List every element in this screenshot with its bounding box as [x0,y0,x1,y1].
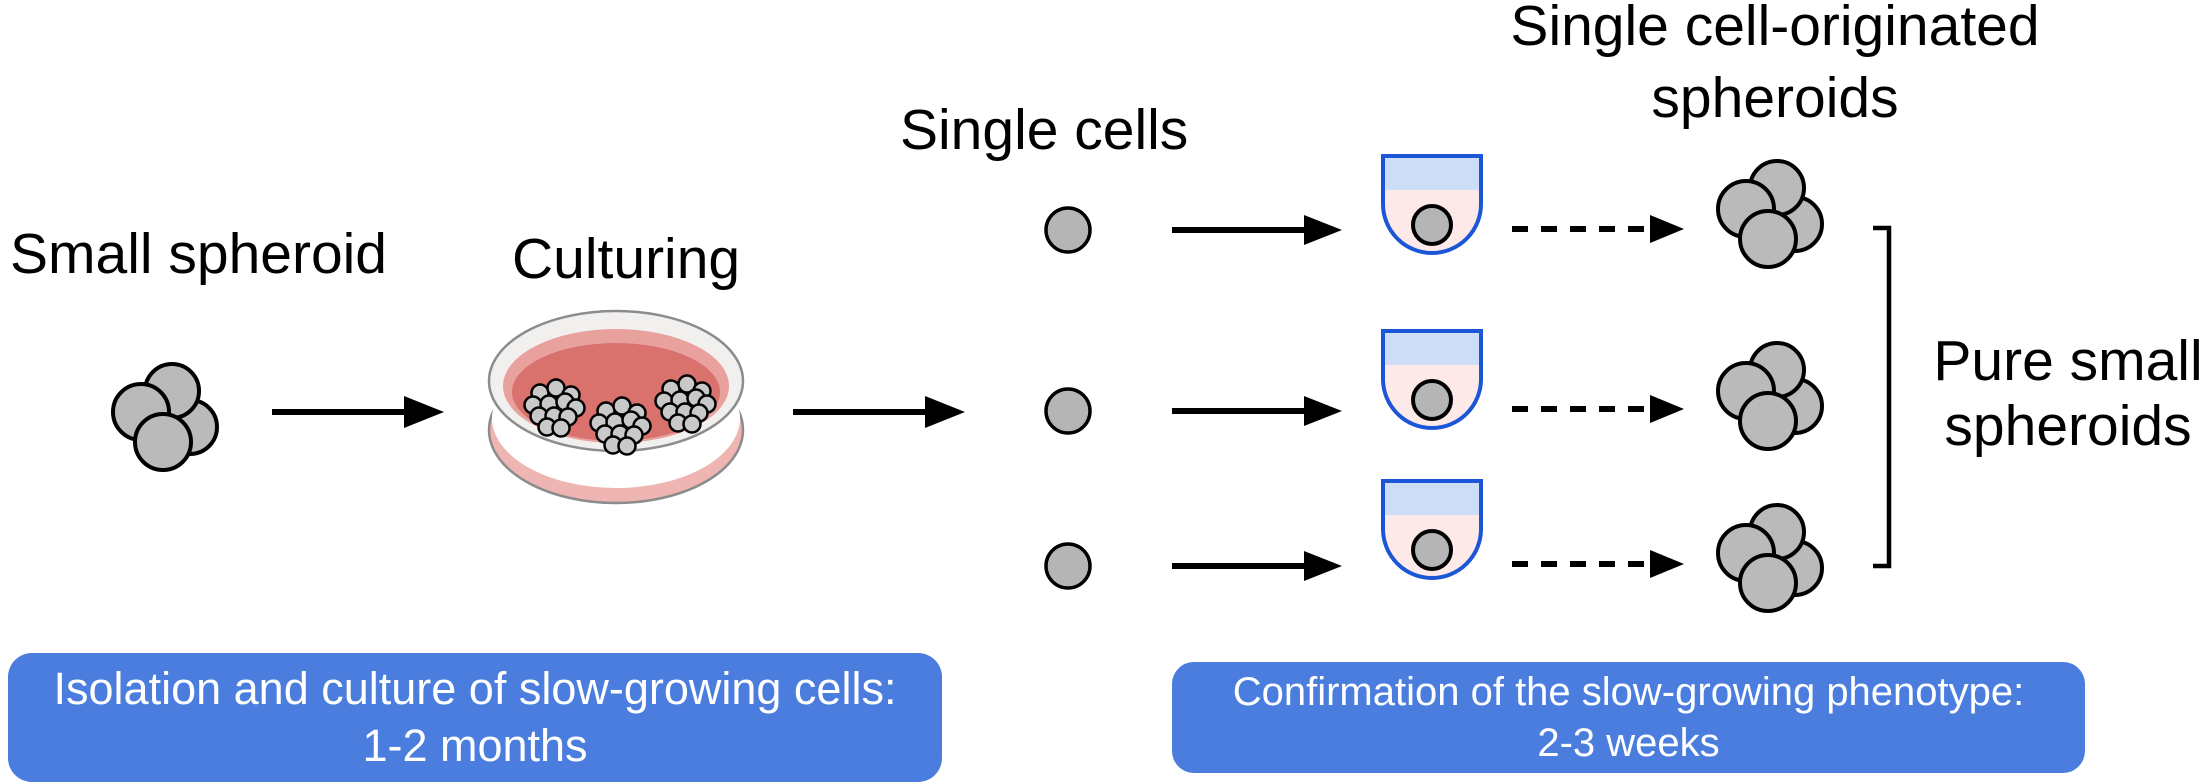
bracket [1873,225,1892,569]
well-icon [1380,478,1484,581]
single-cell-icon [1044,206,1092,254]
arrow-icon [793,396,965,428]
dashed-arrow-icon [1512,395,1684,423]
single-cells-label: Single cells [900,98,1189,162]
dashed-arrow-icon [1512,550,1684,578]
arrow-icon [272,396,444,428]
arrow-icon [1172,215,1342,245]
well-icon [1380,328,1484,431]
confirmation-banner-line2: 2-3 weeks [1537,720,1720,765]
isolation-banner-line1: Isolation and culture of slow-growing ce… [53,662,897,714]
dashed-arrow-icon [1512,215,1684,243]
well-icon [1380,153,1484,256]
culturing-label: Culturing [512,227,741,291]
small-spheroid-label: Small spheroid [10,222,388,286]
single-cell-originated-spheroids-label: Single cell-originated spheroids [1510,0,2040,130]
confirmation-banner-line1: Confirmation of the slow-growing phenoty… [1232,670,2025,715]
isolation-banner: Isolation and culture of slow-growing ce… [8,653,942,782]
spheroid-cluster-icon [1716,159,1824,269]
petri-dish-icon [487,309,745,505]
single-cell-icon [1044,542,1092,590]
isolation-banner-line2: 1-2 months [362,719,588,771]
row-3 [1044,478,1824,613]
confirmation-banner: Confirmation of the slow-growing phenoty… [1172,662,2085,773]
arrow-icon [1172,551,1342,581]
row-2 [1044,328,1824,451]
arrow-icon [1172,396,1342,426]
spheroid-cluster-icon [1716,503,1824,613]
spheroid-cluster-icon [1716,341,1824,451]
row-1 [1044,153,1824,269]
single-cell-icon [1044,387,1092,435]
small-spheroid-icon [111,362,219,472]
pure-small-spheroids-label: Pure small spheroids [1933,329,2203,458]
